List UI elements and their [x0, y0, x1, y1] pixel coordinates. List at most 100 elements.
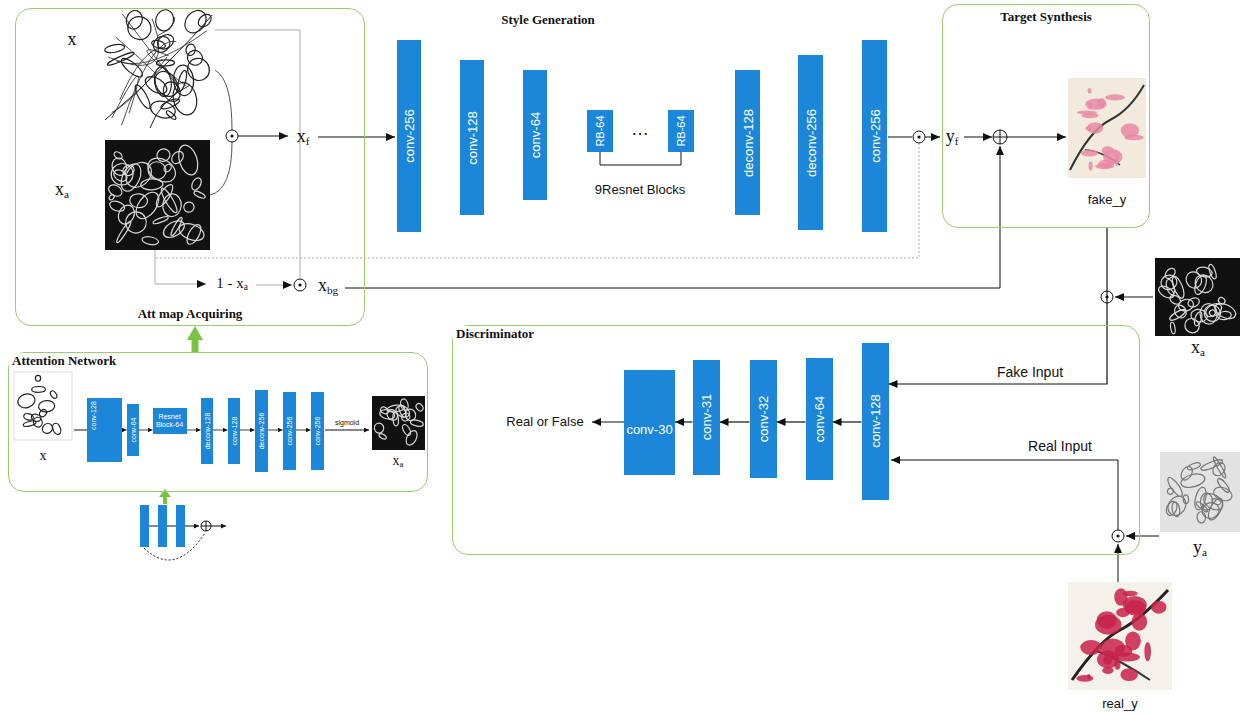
layer-block: conv-128	[862, 343, 889, 500]
blossom	[1077, 110, 1097, 114]
variable-label: x	[40, 448, 47, 463]
connector-arrow	[268, 430, 283, 431]
edge-label: Fake Input	[995, 364, 1065, 380]
layer-block: conv-32	[750, 360, 777, 478]
symbol-base: x	[393, 453, 400, 468]
figure-part	[917, 135, 920, 138]
stroke	[185, 43, 196, 56]
attention-strokes	[1164, 456, 1234, 523]
stroke	[404, 429, 419, 447]
stroke	[162, 193, 182, 217]
stroke	[1203, 301, 1224, 320]
stroke	[113, 150, 124, 160]
stroke	[1170, 322, 1176, 334]
layer-label: conv-31	[699, 394, 714, 440]
figure-part	[1112, 530, 1124, 542]
stroke	[35, 375, 40, 381]
subscript: a	[64, 188, 69, 200]
stroke	[180, 6, 210, 37]
resnet-detail	[140, 489, 226, 560]
attention-strokes	[374, 398, 425, 447]
stroke	[1159, 273, 1179, 292]
blossom	[1097, 611, 1117, 629]
layer-label: conv-64	[129, 417, 136, 442]
symbol-base: 1 - x	[216, 275, 244, 291]
blossom	[1151, 601, 1166, 614]
stroke	[379, 406, 389, 415]
variable-label: 1 - xa	[216, 275, 248, 292]
stroke	[147, 50, 186, 86]
variable-label: xbg	[318, 276, 338, 296]
stroke	[1179, 465, 1195, 483]
layer-label: conv-256	[867, 109, 882, 162]
symbol-base: y	[946, 126, 955, 146]
blossom	[1144, 642, 1151, 661]
connector-arrow	[720, 421, 750, 422]
variable-label: ya	[1193, 538, 1207, 558]
stroke	[190, 176, 203, 191]
stroke	[155, 147, 172, 164]
symbol-base: x	[1191, 337, 1200, 357]
layer-label: Resnet Block-64	[153, 413, 187, 428]
blossom	[1085, 99, 1106, 110]
section-title: Style Generation	[501, 13, 595, 27]
stroke	[415, 402, 425, 412]
stroke	[399, 398, 409, 411]
stroke	[1172, 303, 1188, 320]
symbol-base: y	[1193, 537, 1202, 557]
layer-block: conv-256	[397, 40, 421, 232]
wire	[318, 137, 395, 138]
connector-arrow	[777, 421, 806, 422]
variable-label: xa	[55, 180, 69, 200]
symbol-base: x	[297, 126, 306, 146]
variable-label: x	[68, 30, 77, 50]
stroke	[112, 168, 129, 184]
painting-image	[1068, 582, 1172, 690]
blossom	[1088, 88, 1092, 93]
connector-arrow	[187, 430, 201, 431]
stroke	[1206, 496, 1226, 522]
figure-part	[298, 283, 301, 286]
module-title: Target Synthesis	[997, 9, 1095, 25]
module-title: Att map Acquiring	[135, 306, 246, 322]
multiply-symbol	[1112, 530, 1124, 542]
attention-map-image	[372, 396, 425, 450]
layer-label: conv-256	[286, 416, 293, 445]
wire	[964, 137, 992, 138]
stroke	[1199, 303, 1218, 325]
layer-label: deconv-256	[803, 109, 818, 177]
layer-block: conv-64	[523, 70, 547, 200]
wire	[210, 142, 232, 195]
stroke	[123, 209, 149, 235]
stroke	[1197, 511, 1206, 523]
layer-label: conv-128	[465, 111, 480, 164]
variable-label: xf	[297, 127, 310, 147]
stroke	[1183, 269, 1205, 291]
figure-part	[105, 15, 212, 120]
layer-block: conv-128	[87, 398, 122, 462]
blossom	[1095, 164, 1114, 170]
blossom	[1125, 632, 1141, 651]
figure-part	[144, 533, 205, 560]
variable-label: xa	[1191, 338, 1205, 358]
stroke	[1182, 316, 1202, 336]
module-panel: Att map Acquiring	[15, 8, 365, 326]
input-label: Real Input	[1028, 439, 1092, 454]
stroke	[49, 390, 58, 400]
wire	[891, 460, 1118, 530]
wire	[238, 136, 288, 137]
figure-part	[185, 526, 199, 527]
attention-map-image	[1160, 452, 1240, 532]
stroke	[1164, 500, 1179, 517]
wire	[345, 146, 1000, 288]
stroke	[1192, 271, 1217, 296]
stroke	[184, 223, 203, 247]
layer-block: conv-256	[862, 40, 887, 232]
layer-block: deconv-128	[735, 70, 760, 215]
sketch-image	[14, 372, 72, 440]
sketch-strokes	[16, 375, 62, 435]
painting-image	[1068, 78, 1146, 178]
